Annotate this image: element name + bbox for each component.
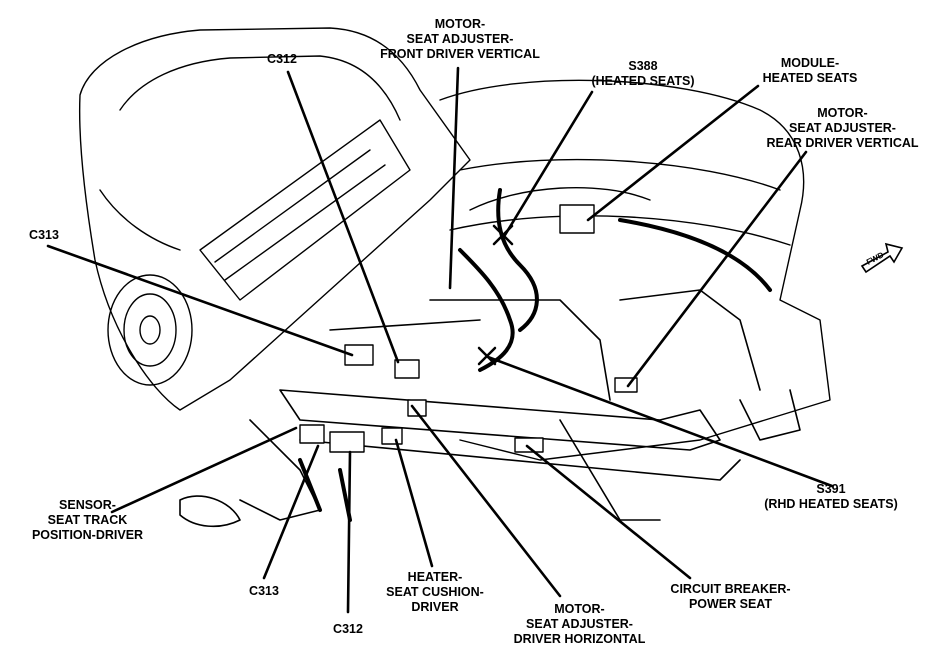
connectors [299, 204, 638, 453]
fwd-arrow-icon [860, 242, 904, 274]
callout-s391: S391 (RHD HEATED SEATS) [764, 482, 898, 511]
seat-cushion [439, 79, 831, 461]
callout-module-heated-seats: MODULE- HEATED SEATS [762, 56, 858, 85]
callout-c313-bottom: C313 [249, 584, 279, 598]
callout-heater-seat-cushion: HEATER- SEAT CUSHION- DRIVER [386, 570, 484, 614]
callout-c313-left: C313 [29, 228, 59, 242]
seat-back [78, 27, 471, 411]
recliner-disc [107, 274, 193, 386]
callout-sensor-seat-track: SENSOR- SEAT TRACK POSITION-DRIVER [31, 498, 144, 542]
callout-c312-top: C312 [267, 52, 297, 66]
callout-s388: S388 (HEATED SEATS) [591, 59, 695, 88]
callout-motor-front-vertical: MOTOR- SEAT ADJUSTER- FRONT DRIVER VERTI… [380, 17, 540, 61]
callout-circuit-breaker: CIRCUIT BREAKER- POWER SEAT [670, 582, 791, 611]
leader-lines [46, 66, 834, 614]
callout-motor-rear-vertical: MOTOR- SEAT ADJUSTER- REAR DRIVER VERTIC… [766, 106, 919, 150]
seat-frame [179, 289, 801, 528]
wiring-harness [298, 188, 772, 522]
callout-c312-bottom: C312 [333, 622, 363, 636]
callout-motor-horizontal: MOTOR- SEAT ADJUSTER- DRIVER HORIZONTAL [513, 602, 646, 646]
